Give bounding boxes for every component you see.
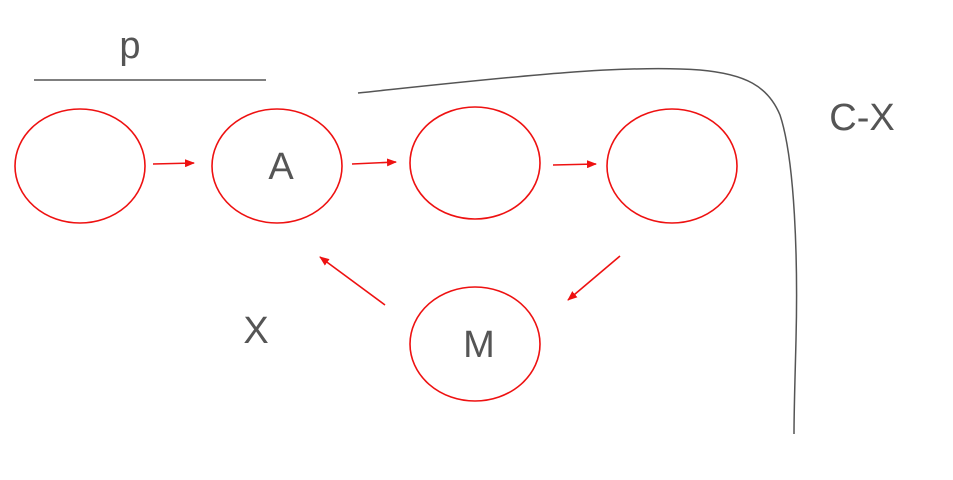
arrow-n4-to-n5 [567, 255, 621, 301]
c-x-bracket-curve [357, 67, 798, 435]
node-n1 [14, 108, 146, 224]
nodes-group: AM [14, 106, 738, 402]
arrow-n2-to-n3 [351, 158, 397, 167]
node-ellipse [409, 286, 541, 402]
node-ellipse [14, 108, 146, 224]
node-a: A [211, 108, 343, 224]
edges-group [152, 158, 621, 306]
node-m: M [409, 286, 541, 402]
node-label: M [463, 324, 495, 366]
node-label: A [268, 146, 294, 188]
p-label: p [119, 25, 140, 67]
c-x-label: C-X [829, 97, 894, 139]
node-ellipse [409, 106, 541, 220]
node-ellipse [606, 108, 738, 224]
arrow-n5-to-n2 [319, 256, 386, 306]
node-n4 [606, 108, 738, 224]
arrow-n1-to-n2 [152, 159, 195, 168]
node-ellipse [211, 108, 343, 224]
x-label: X [243, 310, 268, 352]
node-n3 [409, 106, 541, 220]
arrow-n3-to-n4 [552, 160, 597, 169]
